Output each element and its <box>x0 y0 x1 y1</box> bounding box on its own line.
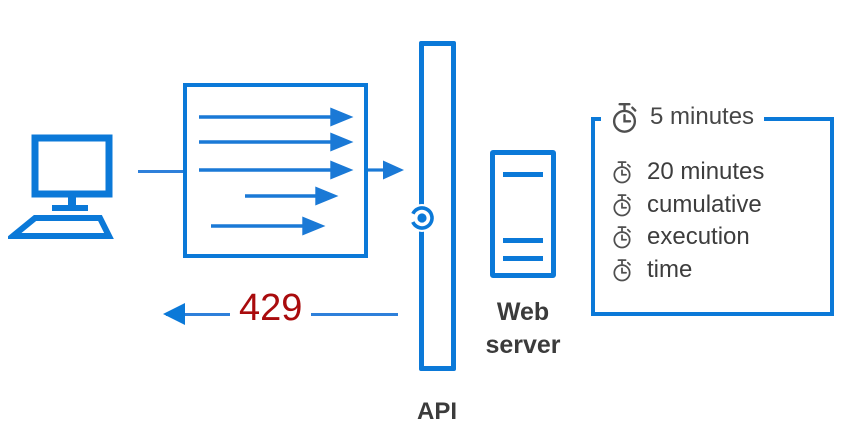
limit-row: cumulative <box>612 189 764 222</box>
limits-rows: 20 minutes cumulative execution time <box>612 156 764 286</box>
stopwatch-icon <box>613 194 631 217</box>
api-label: API <box>416 398 457 425</box>
desktop-computer-icon <box>8 134 114 239</box>
server-icon <box>490 150 556 278</box>
parallel-right-arrows-icon <box>199 107 354 236</box>
left-arrow-icon <box>163 303 185 325</box>
requests-to-api-arrow <box>368 160 404 180</box>
status-code-429: 429 <box>230 287 312 330</box>
limits-header: 5 minutes <box>601 95 765 139</box>
server-slot-line <box>503 238 543 243</box>
limit-row: 20 minutes <box>612 156 764 189</box>
server-slot-line <box>503 172 543 177</box>
stopwatch-icon <box>613 161 631 184</box>
limit-row: time <box>612 254 764 287</box>
client-to-requests-line <box>138 170 183 173</box>
rate-limit-label: 5 minutes <box>650 103 755 130</box>
limit-row-label: cumulative <box>647 190 762 218</box>
limit-row-label: execution <box>647 223 750 251</box>
web-server-label: Web server <box>485 298 561 359</box>
circled-dot-icon <box>408 204 436 232</box>
limits-box <box>591 117 834 316</box>
stopwatch-icon <box>612 102 637 133</box>
limit-row-label: 20 minutes <box>647 158 765 186</box>
requests-box <box>183 83 368 258</box>
server-slot-line <box>503 256 543 261</box>
stopwatch-icon <box>613 259 631 282</box>
limit-row: execution <box>612 221 764 254</box>
limit-row-label: time <box>647 255 693 283</box>
stopwatch-icon <box>613 226 631 249</box>
